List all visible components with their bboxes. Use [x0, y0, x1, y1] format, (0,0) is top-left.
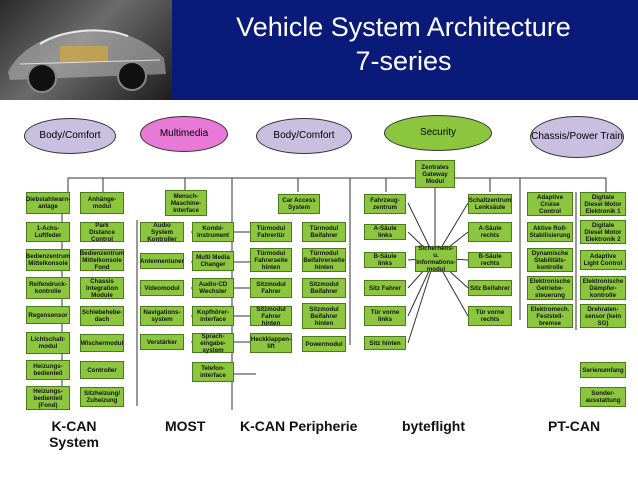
module-col3-0: Audio System Kontroller	[140, 222, 184, 243]
module-col10-5: Serienumfang	[580, 362, 626, 378]
module-cas: Car Access System	[278, 194, 320, 214]
module-col4-5: Telefon-interface	[192, 362, 234, 382]
module-col1-6: Heizungs-bedienteil	[26, 360, 70, 380]
module-col6-3: Sitzmodul Beifahrer hinten	[302, 303, 346, 329]
category-chassis-power-train: Chassis/Power Train	[530, 116, 624, 158]
gateway-module: Zentrales Gateway Modul	[415, 160, 455, 188]
module-col2-4: Schiebehebe-dach	[80, 306, 124, 326]
module-col9-4: Elektromech. Feststell-bremse	[527, 304, 573, 328]
module-col4-0: Kombi-instrument	[192, 222, 234, 242]
module-col10-1: Digitale Diesel Motor Elektronik 2	[580, 220, 626, 244]
bus-label-kcan-peripherie: K-CAN Peripherie	[240, 418, 358, 434]
module-col4-4: Sprach-eingabe-system	[192, 333, 234, 354]
module-col1-1: 1-Achs-Luftfeder	[26, 222, 70, 242]
module-col7-0: Fahrzeug-zentrum	[364, 194, 406, 214]
module-col5-2: Sitzmodul Fahrer	[250, 278, 292, 298]
module-col4-1: Multi Media Changer	[192, 251, 234, 271]
module-col5-3: Sitzmodul Fahrer hinten	[250, 306, 292, 327]
module-col2-7: Sitzheizung/ Zuheizung	[80, 387, 124, 407]
title-line-1: Vehicle System Architecture	[236, 12, 571, 42]
category-security: Security	[384, 115, 492, 151]
module-col4-2: Audio-CD Wechsler	[192, 278, 234, 298]
module-col7-2: B-Säule links	[364, 252, 406, 268]
page-title: Vehicle System Architecture 7-series	[176, 10, 631, 78]
module-col1-3: Reifendruck-kontrolle	[26, 277, 70, 299]
module-col10-4: Drehraten-sensor (kein SG)	[580, 304, 626, 328]
module-col5-0: Türmodul Fahrertür	[250, 222, 292, 242]
module-col1-2: Bedienzentrum Mittelkonsole	[26, 249, 70, 271]
module-col3-4: Verstärker	[140, 334, 184, 350]
category-multimedia: Multimedia	[140, 116, 228, 152]
bus-label-most: MOST	[165, 418, 206, 434]
bus-label-ptcan: PT-CAN	[548, 418, 601, 434]
module-col7-4: Tür vorne links	[364, 306, 406, 326]
category-body-comfort-2: Body/Comfort	[256, 118, 352, 154]
module-col7-1: A-Säule links	[364, 224, 406, 240]
module-col6-0: Türmodul Beifahrer	[302, 222, 346, 242]
module-col6-2: Sitzmodul Beifahrer	[302, 278, 346, 298]
module-col2-1: Park Distance Control	[80, 222, 124, 243]
module-col8-3: Sitz Beifahrer	[468, 280, 512, 296]
module-col1-7: Heizungs-bedienteil (Fond)	[26, 386, 70, 410]
bus-label-byteflight: byteflight	[402, 418, 465, 434]
bus-label-kcan-system: K-CAN System	[49, 418, 99, 450]
module-col5-4: Heckklappen-lift	[250, 333, 292, 353]
module-col9-3: Elektronische Getriebe-steuerung	[527, 276, 573, 300]
category-body-comfort-1: Body/Comfort	[24, 118, 116, 154]
module-col8-4: Tür vorne rechts	[468, 306, 512, 326]
module-col9-2: Dynamische Stabilitäts-kontrolle	[527, 248, 573, 272]
module-mmi: Mensch-Maschine-Interface	[165, 190, 207, 216]
car-image	[0, 0, 172, 100]
module-col9-0: Adaptive Cruise Control	[527, 192, 573, 216]
module-col3-2: Videomodul	[140, 280, 184, 296]
module-col10-0: Digitale Diesel Motor Elektronik 1	[580, 192, 626, 216]
module-col7-3: Sitz Fahrer	[364, 280, 406, 296]
module-col1-4: Regensensor	[26, 306, 70, 324]
module-col10-3: Elektronische Dämpfer-kontrolle	[580, 276, 626, 300]
module-col2-2: Bedienzentrum Mittelkonsole Fond	[79, 249, 125, 271]
title-line-2: 7-series	[355, 46, 452, 76]
module-col5-1: Türmodul Fahrerseite hinten	[250, 248, 292, 272]
module-sim: Sicherheits- u. Informations-modul	[415, 245, 457, 273]
module-col4-3: Kopfhörer-interface	[192, 306, 234, 326]
module-col1-0: Diebstahlwarn-anlage	[26, 192, 70, 214]
module-col2-5: Wischermodul	[80, 334, 124, 352]
module-col6-1: Türmodul Beifahrerseite hinten	[302, 248, 346, 272]
module-col10-6: Sonder-ausstattung	[580, 387, 626, 407]
module-col10-2: Adaptive Light Control	[580, 250, 626, 270]
module-col2-6: Controller	[80, 361, 124, 379]
module-col7-5: Sitz hinten	[364, 336, 406, 350]
module-col6-4: Powermodul	[302, 336, 346, 352]
module-col3-3: Navigations-system	[140, 306, 184, 326]
module-col8-2: B-Säule rechts	[468, 252, 512, 268]
module-col2-0: Anhänge-modul	[80, 192, 124, 214]
module-col2-3: Chassis Integration Module	[80, 277, 124, 299]
module-col9-1: Aktive Roll-Stabilisierung	[527, 222, 573, 242]
module-col1-5: Lichtschalt-modul	[26, 332, 70, 354]
module-col8-1: A-Säule rechts	[468, 222, 512, 242]
module-col3-1: Antennentuner	[140, 253, 184, 269]
module-col8-0: Schaltzentrum Lenksäule	[468, 194, 512, 214]
